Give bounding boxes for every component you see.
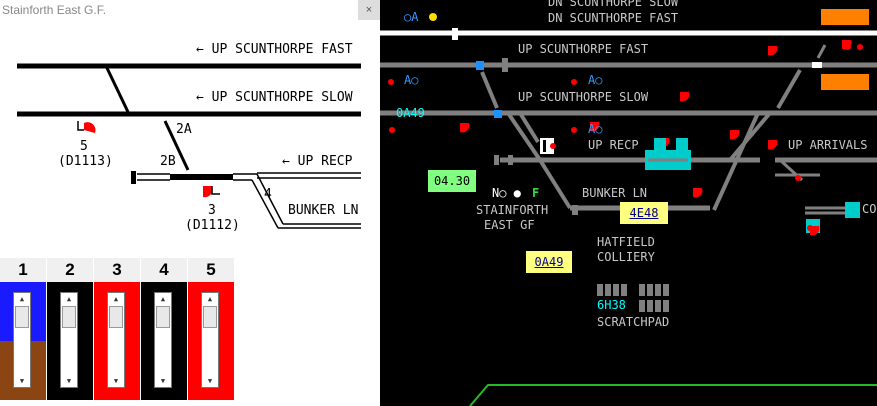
slider-thumb[interactable] bbox=[15, 306, 29, 328]
east-gf-label: EAST GF bbox=[484, 218, 535, 232]
lever-body: ▲ ▼ bbox=[94, 282, 140, 400]
title-bar: Stainforth East G.F. bbox=[0, 0, 356, 22]
close-button[interactable]: × bbox=[358, 0, 380, 20]
lever-slider[interactable]: ▲ ▼ bbox=[60, 292, 78, 388]
bunker-ln-label: BUNKER LN bbox=[582, 186, 648, 200]
scroll-up-icon[interactable]: ▲ bbox=[207, 295, 213, 303]
point-2a-label: 2A bbox=[176, 122, 192, 137]
ao-indicator: A○ bbox=[404, 73, 419, 87]
lever-number: 3 bbox=[94, 258, 140, 282]
time-tag[interactable]: 04.30 bbox=[428, 170, 476, 192]
yellow-indicator-icon bbox=[429, 13, 437, 21]
lever-body: ▲ ▼ bbox=[47, 282, 93, 400]
lever-5[interactable]: 5 ▲ ▼ bbox=[188, 258, 234, 402]
lever-1[interactable]: 1 ▲ ▼ bbox=[0, 258, 46, 402]
signal-3-id: (D1112) bbox=[185, 218, 240, 233]
track-layout bbox=[380, 9, 877, 406]
orange-indicator bbox=[821, 74, 869, 90]
lever-2[interactable]: 2 ▲ ▼ bbox=[47, 258, 93, 402]
train-tag-0a49[interactable]: 0A49 bbox=[526, 251, 572, 273]
ground-frame-panel: Stainforth East G.F. × ← UP SCUNTHORPE F bbox=[0, 0, 380, 406]
train-tag-4e48[interactable]: 4E48 bbox=[620, 202, 668, 224]
lever-body: ▲ ▼ bbox=[188, 282, 234, 400]
lever-body: ▲ ▼ bbox=[0, 282, 46, 400]
lever-number: 4 bbox=[141, 258, 187, 282]
stainforth-label: STAINFORTH bbox=[476, 203, 549, 217]
lever-number: 2 bbox=[47, 258, 93, 282]
signal-icon bbox=[388, 40, 863, 236]
signal-3-number: 3 bbox=[208, 203, 216, 218]
f-indicator: F bbox=[532, 186, 540, 200]
lever-body: ▲ ▼ bbox=[141, 282, 187, 400]
lever-number: 5 bbox=[188, 258, 234, 282]
signal-5-number: 5 bbox=[80, 139, 88, 154]
scroll-up-icon[interactable]: ▲ bbox=[19, 295, 25, 303]
scroll-up-icon[interactable]: ▲ bbox=[160, 295, 166, 303]
lever-slider[interactable]: ▲ ▼ bbox=[13, 292, 31, 388]
scratchpad-blocks bbox=[597, 284, 669, 312]
signal-5-id: (D1113) bbox=[58, 154, 113, 169]
lever-number: 1 bbox=[0, 258, 46, 282]
up-fast-label: ← UP SCUNTHORPE FAST bbox=[196, 42, 353, 57]
scroll-down-icon[interactable]: ▼ bbox=[19, 377, 25, 385]
oa-indicator: ○A bbox=[404, 10, 419, 24]
bunker-ln-label: BUNKER LN bbox=[288, 203, 359, 218]
signalling-panel: DN SCUNTHORPE SLOW DN SCUNTHORPE FAST UP… bbox=[380, 0, 877, 406]
scroll-down-icon[interactable]: ▼ bbox=[113, 377, 119, 385]
slider-thumb[interactable] bbox=[203, 306, 217, 328]
buffer-stop bbox=[131, 171, 136, 184]
lever-slider[interactable]: ▲ ▼ bbox=[107, 292, 125, 388]
scroll-down-icon[interactable]: ▼ bbox=[160, 377, 166, 385]
up-recp-label: UP RECP bbox=[588, 138, 639, 152]
dn-slow-label: DN SCUNTHORPE SLOW bbox=[548, 0, 679, 9]
scroll-down-icon[interactable]: ▼ bbox=[207, 377, 213, 385]
crossover-track bbox=[105, 67, 130, 113]
scroll-down-icon[interactable]: ▼ bbox=[66, 377, 72, 385]
orange-indicator bbox=[821, 9, 869, 25]
scratchpad-code: 6H38 bbox=[597, 298, 626, 312]
track-berth-0a49: 0A49 bbox=[396, 106, 425, 120]
up-slow-label: ← UP SCUNTHORPE SLOW bbox=[196, 90, 353, 105]
window-title: Stainforth East G.F. bbox=[2, 3, 107, 17]
green-boundary-line bbox=[469, 384, 877, 406]
scroll-up-icon[interactable]: ▲ bbox=[66, 295, 72, 303]
ground-frame-diagram bbox=[17, 63, 361, 229]
scratchpad-label[interactable]: SCRATCHPAD bbox=[597, 315, 670, 329]
lever-3[interactable]: 3 ▲ ▼ bbox=[94, 258, 140, 402]
ao-indicator: A○ bbox=[588, 122, 603, 136]
no-indicator: N○ ● bbox=[492, 186, 521, 200]
up-recp-label: ← UP RECP bbox=[282, 154, 353, 169]
colliery-label: COLLIERY bbox=[597, 250, 655, 264]
lever-slider[interactable]: ▲ ▼ bbox=[154, 292, 172, 388]
hatfield-label: HATFIELD bbox=[597, 235, 655, 249]
lever-4[interactable]: 4 ▲ ▼ bbox=[141, 258, 187, 402]
slider-thumb[interactable] bbox=[109, 306, 123, 328]
ao-indicator: A○ bbox=[588, 73, 603, 87]
co-label: CO bbox=[862, 202, 877, 216]
lever-slider[interactable]: ▲ ▼ bbox=[201, 292, 219, 388]
point-4-label: 4 bbox=[264, 187, 272, 202]
up-arrivals-label: UP ARRIVALS bbox=[788, 138, 868, 152]
up-fast-label: UP SCUNTHORPE FAST bbox=[518, 42, 649, 56]
slider-thumb[interactable] bbox=[156, 306, 170, 328]
crossover-2-track bbox=[163, 120, 190, 171]
dn-fast-label: DN SCUNTHORPE FAST bbox=[548, 11, 679, 25]
signal-5-icon bbox=[84, 122, 96, 133]
slider-thumb[interactable] bbox=[62, 306, 76, 328]
signal-3-icon bbox=[203, 186, 213, 198]
point-2b-label: 2B bbox=[160, 154, 176, 169]
up-slow-label: UP SCUNTHORPE SLOW bbox=[518, 90, 649, 104]
scroll-up-icon[interactable]: ▲ bbox=[113, 295, 119, 303]
